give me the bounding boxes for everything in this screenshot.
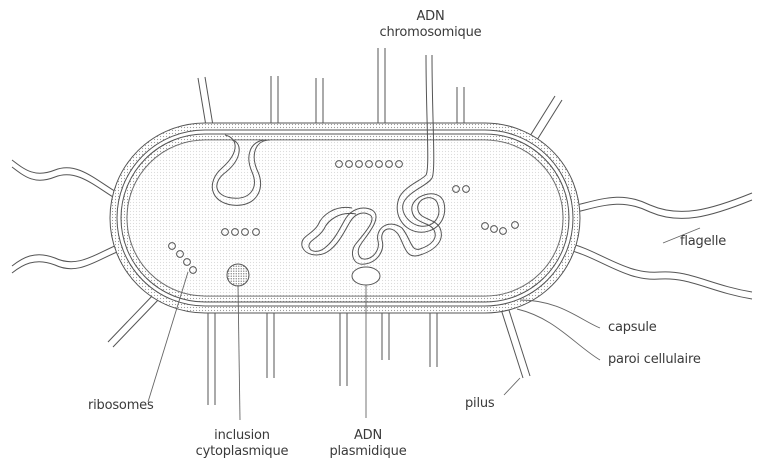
plasmid-dna bbox=[352, 267, 380, 285]
flagellum-right-top bbox=[568, 193, 752, 218]
label-flagelle: flagelle bbox=[680, 234, 726, 250]
label-adn-plasmidique-line1: ADN bbox=[318, 428, 418, 444]
label-paroi-cellulaire: paroi cellulaire bbox=[608, 352, 701, 368]
label-capsule: capsule bbox=[608, 320, 657, 336]
flagellum-right-bottom bbox=[565, 242, 752, 299]
label-pilus: pilus bbox=[465, 396, 495, 412]
cytoplasmic-inclusion bbox=[227, 264, 249, 286]
cell-envelope bbox=[110, 123, 580, 313]
label-adn-chromosomique-line2: chromosomique bbox=[368, 25, 493, 41]
label-inclusion-line1: inclusion bbox=[188, 428, 296, 444]
label-inclusion-line2: cytoplasmique bbox=[188, 444, 296, 460]
label-ribosomes: ribosomes bbox=[88, 398, 154, 414]
cytoplasm-stipple bbox=[127, 140, 563, 296]
label-adn-plasmidique-line2: plasmidique bbox=[318, 444, 418, 460]
label-adn-plasmidique: ADN plasmidique bbox=[318, 428, 418, 460]
flagellum-left-bottom bbox=[12, 242, 125, 273]
label-adn-chromosomique: ADN chromosomique bbox=[368, 9, 493, 41]
label-adn-chromosomique-line1: ADN bbox=[368, 9, 493, 25]
label-inclusion-cytoplasmique: inclusion cytoplasmique bbox=[188, 428, 296, 460]
